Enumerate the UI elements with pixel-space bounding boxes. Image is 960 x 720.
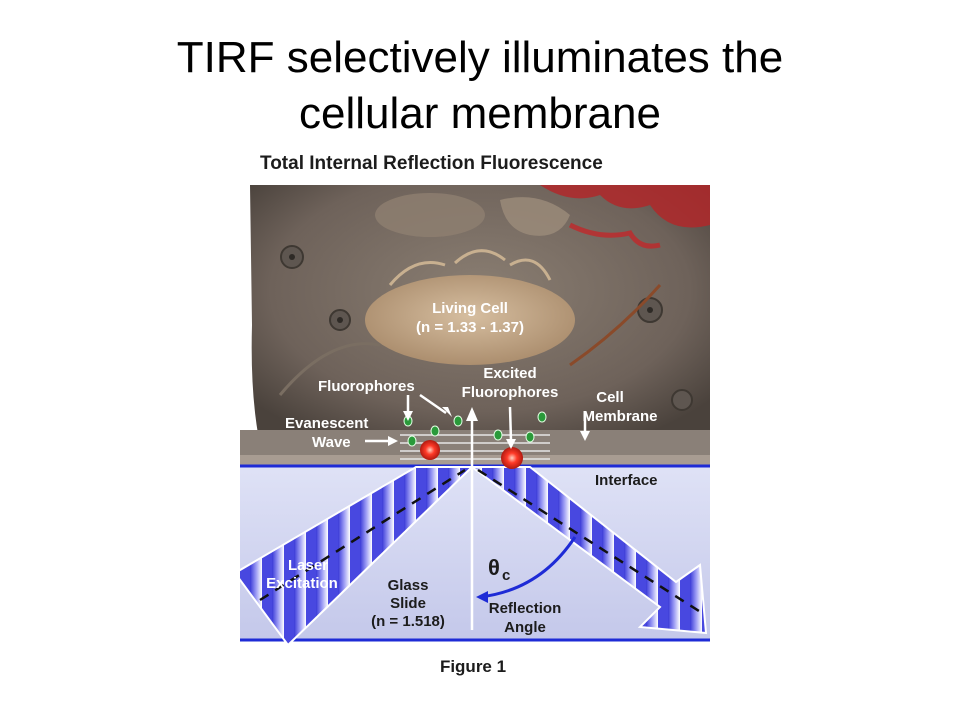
vesicle (671, 389, 693, 411)
fluorophore (453, 415, 463, 427)
cell-environment (250, 185, 710, 450)
slide-title: TIRF selectively illuminates the cellula… (0, 30, 960, 142)
glass-label-2: Slide (390, 595, 426, 612)
evanescent-label-2: Wave (312, 434, 351, 451)
laser-label-1: Laser (288, 557, 328, 574)
label-arrows (365, 393, 590, 449)
living-cell-index-label: (n = 1.33 - 1.37) (416, 319, 524, 336)
cell-body-folds (388, 249, 552, 286)
fluorophores-arrowhead-2 (442, 407, 452, 417)
slide-title-line-2: cellular membrane (299, 89, 661, 138)
fluorophore (537, 411, 547, 423)
reflected-laser-beam (472, 467, 706, 633)
filament (569, 284, 662, 367)
reflected-centerline (477, 468, 703, 615)
glass-label-3: (n = 1.518) (371, 613, 445, 630)
fluorophores (403, 411, 547, 447)
red-organelle-branch (568, 222, 661, 249)
membrane-arrowhead (580, 431, 590, 441)
fluorophore (493, 429, 503, 441)
red-organelle (540, 185, 710, 228)
excited-arrowhead (506, 439, 516, 449)
fluorophore (525, 431, 535, 443)
laser-label-2: Excitation (266, 575, 338, 592)
figure-caption: Figure 1 (440, 657, 506, 676)
fluorophores-arrow-2 (419, 393, 447, 415)
organelle (375, 193, 485, 237)
reflected-beam-outline (468, 466, 708, 635)
living-cell-label: Living Cell (432, 300, 508, 317)
excited-label-1: Excited (483, 365, 536, 382)
membrane-lower (240, 455, 710, 467)
fluorophores-arrowhead (403, 411, 413, 421)
tirf-figure: Total Internal Reflection Fluorescence (240, 145, 710, 690)
evanescent-label-1: Evanescent (285, 415, 368, 432)
excited-arrow (508, 406, 513, 442)
filament (278, 342, 381, 396)
fluorophore (407, 435, 417, 447)
slide-title-line-1: TIRF selectively illuminates the (176, 33, 784, 82)
cell-body (365, 275, 575, 365)
angle-arc-arrowhead (476, 591, 488, 603)
incident-centerline (259, 468, 466, 602)
tirf-diagram: Total Internal Reflection Fluorescence (240, 153, 710, 676)
excited-fluorophore (420, 440, 440, 460)
angle-arc (479, 536, 577, 599)
fluorophores-label: Fluorophores (318, 378, 415, 395)
evanescent-arrowhead (388, 436, 398, 446)
figure-header: Total Internal Reflection Fluorescence (260, 153, 603, 174)
fluorophore (430, 425, 440, 437)
theta-subscript: c (502, 567, 510, 584)
glass-label-1: Glass (388, 577, 429, 594)
excited-fluorophore (501, 447, 523, 469)
excited-label-2: Fluorophores (462, 384, 559, 401)
organelle (500, 197, 570, 236)
cell-membrane-label-2: Membrane (582, 408, 657, 425)
interface-label: Interface (595, 472, 658, 489)
vesicle-core (289, 254, 295, 260)
normal-axis-arrowhead (466, 407, 478, 421)
incident-laser-beam (240, 467, 472, 645)
cell-membrane-label-1: Cell (596, 389, 624, 406)
theta-symbol: θ (488, 555, 500, 580)
reflection-label-1: Reflection (489, 600, 562, 617)
vesicle-core (337, 317, 343, 323)
vesicle-core (647, 307, 653, 313)
reflection-label-2: Angle (504, 619, 546, 636)
